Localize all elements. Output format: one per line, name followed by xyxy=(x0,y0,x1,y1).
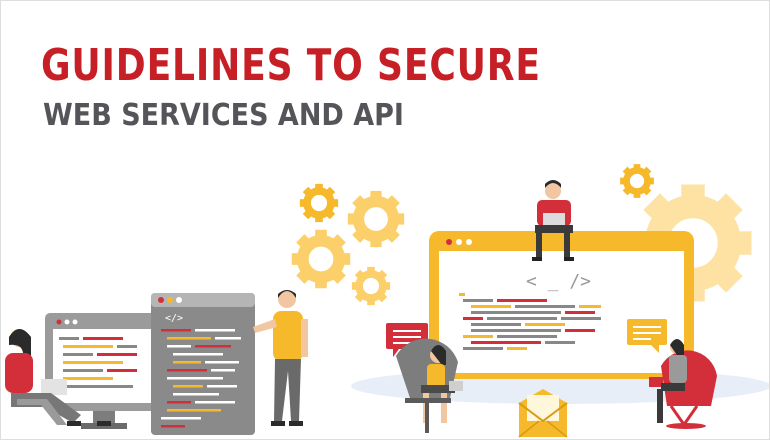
gear-icon xyxy=(352,267,389,304)
code-icon: < _ /> xyxy=(526,271,591,292)
person-in-chair-right xyxy=(649,339,717,429)
gear-icon xyxy=(621,165,654,198)
banner-title: GUIDELINES TO SECURE xyxy=(41,40,541,91)
person-in-chair-left xyxy=(396,338,463,433)
code-lines xyxy=(459,293,601,350)
chat-bubble-icon xyxy=(627,319,667,353)
gear-icon xyxy=(300,184,337,221)
gear-icon xyxy=(349,192,404,247)
banner-subtitle: WEB SERVICES AND API xyxy=(43,98,404,133)
person-sitting-left xyxy=(5,329,111,426)
standing-person xyxy=(253,290,308,426)
code-icon: </> xyxy=(165,313,183,324)
envelope-icon xyxy=(518,389,568,438)
code-editor-window: </> xyxy=(151,293,255,435)
gear-icon xyxy=(292,230,349,287)
laptop-icon xyxy=(449,381,463,391)
small-monitor xyxy=(45,313,163,429)
laptop-icon xyxy=(41,379,67,395)
person-on-monitor xyxy=(532,180,574,261)
laptop-icon xyxy=(649,377,663,387)
